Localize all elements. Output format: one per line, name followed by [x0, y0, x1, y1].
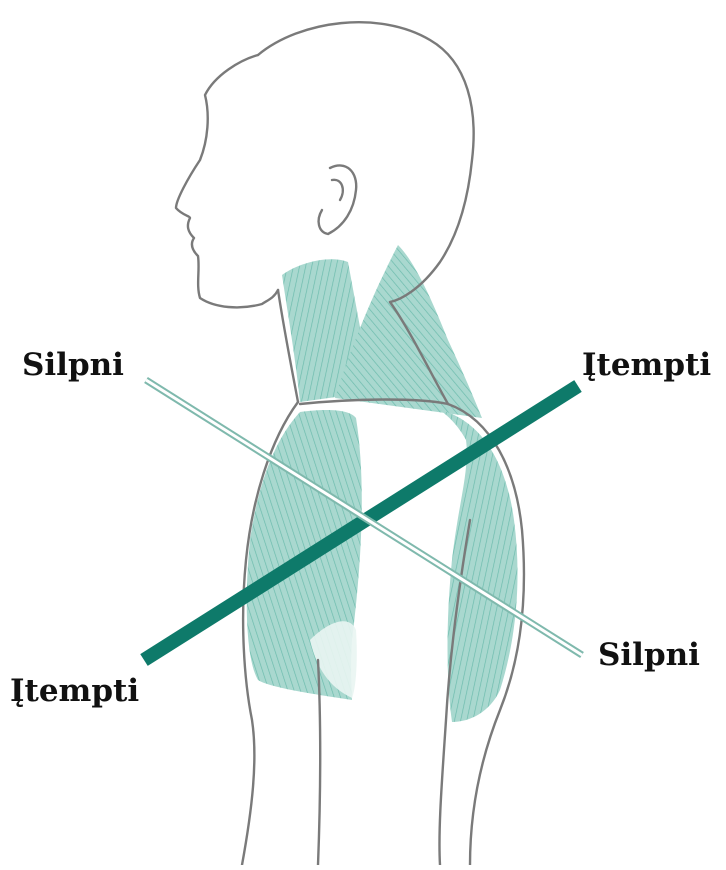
- weak-label-top-left: Silpni: [22, 350, 124, 381]
- neck-muscles: [282, 245, 482, 418]
- tight-label-top-right: Įtempti: [582, 350, 711, 381]
- tight-label-bottom-left: Įtempti: [10, 676, 139, 707]
- weak-label-bottom-right: Silpni: [598, 640, 700, 671]
